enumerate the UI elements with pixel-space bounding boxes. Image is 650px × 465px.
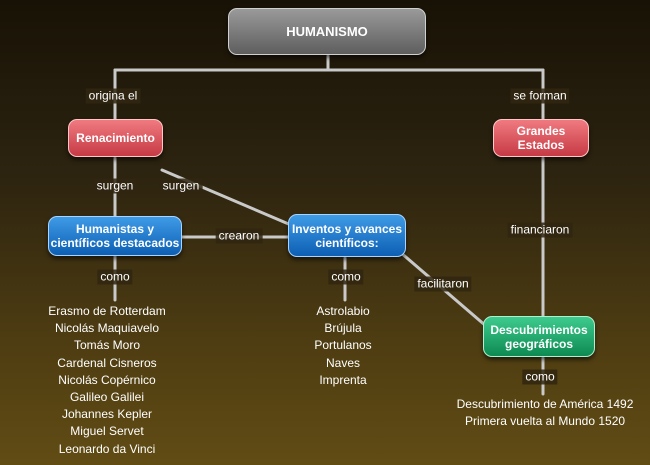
list-item: Astrolabio — [316, 304, 370, 318]
list-item: Nicolás Maquiavelo — [54, 321, 160, 336]
list-item: Brújula — [324, 321, 362, 336]
node-grandes-estados: Grandes Estados — [493, 119, 589, 157]
list-item: Tomás Moro — [73, 338, 141, 353]
node-renacimiento: Renacimiento — [68, 119, 163, 157]
link-label-origina: origina el — [85, 88, 141, 104]
link-label-surgen-humanistas: surgen — [93, 178, 137, 194]
link-label-como-humanistas: como — [97, 269, 133, 285]
list-item: Naves — [325, 355, 360, 370]
list-item: Miguel Servet — [70, 424, 144, 439]
list-item: Cardenal Cisneros — [57, 355, 157, 370]
link-label-como-inventos: como — [328, 269, 364, 285]
link-label-financiaron: financiaron — [507, 222, 573, 238]
list-item: Primera vuelta al Mundo 1520 — [464, 414, 626, 429]
link-label-facilitaron: facilitaron — [414, 276, 472, 292]
list-item: Nicolás Copérnico — [58, 372, 156, 387]
list-inventos: Astrolabio Brújula Portulanos Naves Impr… — [314, 303, 371, 389]
list-item: Johannes Kepler — [61, 407, 153, 422]
list-item: Portulanos — [314, 338, 372, 353]
link-label-se-forman: se forman — [510, 88, 570, 104]
list-item: Descubrimiento de América 1492 — [456, 397, 634, 411]
node-inventos: Inventos y avances científicos: — [288, 214, 406, 257]
link-label-surgen-inventos: surgen — [159, 178, 203, 194]
list-item: Erasmo de Rotterdam — [48, 304, 166, 318]
list-item: Leonardo da Vinci — [58, 441, 156, 456]
list-item: Galileo Galilei — [69, 390, 145, 405]
list-humanistas: Erasmo de Rotterdam Nicolás Maquiavelo T… — [48, 303, 165, 458]
list-descubrimientos: Descubrimiento de América 1492 Primera v… — [457, 396, 634, 430]
link-label-como-descubrimientos: como — [522, 369, 558, 385]
node-descubrimientos: Descubrimientos geográficos — [483, 316, 595, 357]
node-humanistas: Humanistas y científicos destacados — [48, 216, 182, 256]
link-label-crearon: crearon — [215, 228, 263, 244]
list-item: Imprenta — [319, 372, 367, 387]
node-humanismo: HUMANISMO — [228, 8, 426, 55]
